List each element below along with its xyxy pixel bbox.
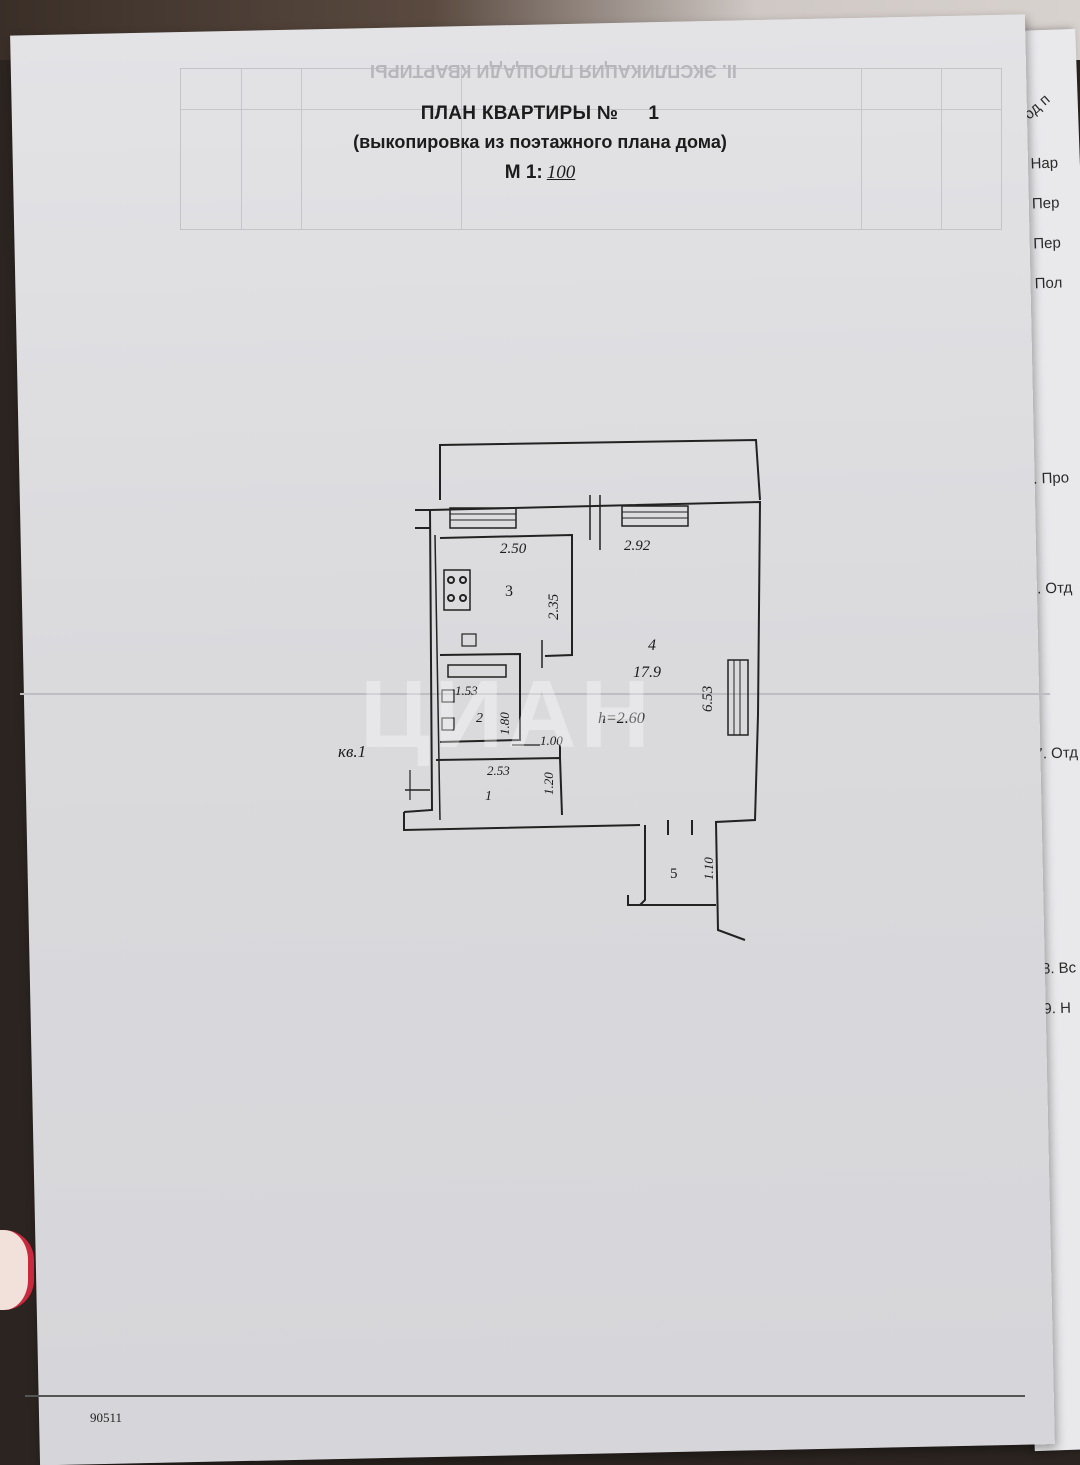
room3-dim-depth: 2.35 [546,593,562,620]
bleed-through-table [180,68,1002,230]
outer-wall-left [403,509,434,813]
door-dim: 1.00 [540,733,563,748]
stove [443,569,471,611]
finger [0,1230,34,1310]
room4-dim-depth: 6.53 [700,686,716,712]
room3-dim-width: 2.50 [500,541,527,557]
scale-value: 100 [546,162,576,183]
kitchen-wall [439,533,573,657]
storage-wall [637,825,716,906]
page-subtitle: (выкопировка из поэтажного плана дома) [353,132,727,152]
room3-number: 3 [505,583,513,600]
paper-fold [20,693,1050,695]
room1-dim-depth: 1.20 [541,772,556,795]
room2-number: 2 [476,711,483,726]
apartment-label: кв.1 [338,742,366,761]
room4-dim-width: 2.92 [624,538,651,554]
footer-rule [25,1395,1025,1397]
room2-dim-depth: 1.80 [497,712,512,735]
balcony-outline [439,438,761,501]
bathtub [447,664,507,678]
watermark: ЦИАН [360,661,654,768]
window [621,505,689,527]
room4-number: 4 [648,637,656,654]
window [727,659,749,736]
window [449,507,517,529]
room1-number: 1 [485,789,492,804]
outer-wall-right [429,500,762,941]
room4-area: 17.9 [633,664,661,681]
scale-line: М 1:100 [504,162,576,183]
outer-wall-bottom [403,812,641,832]
room1-dim-width: 2.53 [487,763,510,778]
room5-number: 5 [670,866,678,882]
room2-dim-width: 1.53 [455,683,478,698]
bathroom-wall [439,652,521,743]
room5-dim: 1.10 [701,857,716,880]
footer-code: 90511 [90,1410,123,1425]
room4-height: h=2.60 [598,710,645,727]
apartment-number: 1 [648,103,660,124]
